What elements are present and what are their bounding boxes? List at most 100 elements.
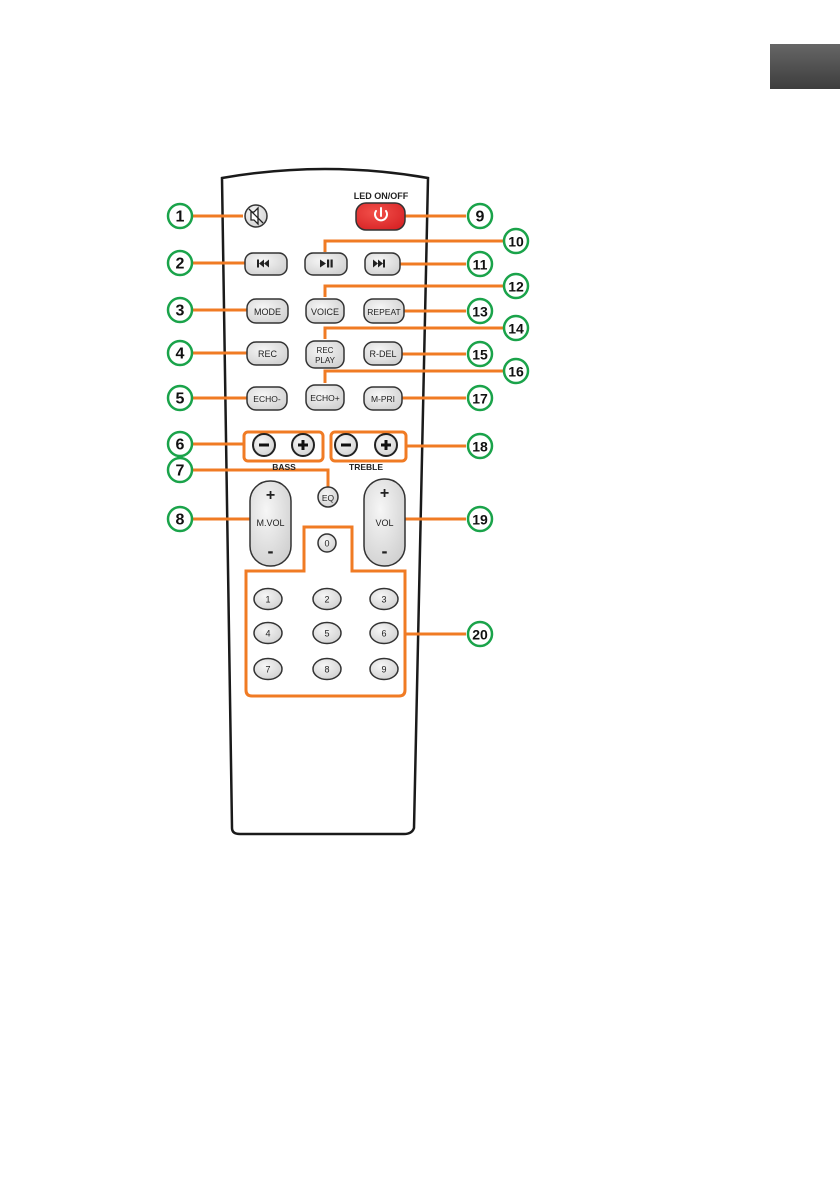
callout-19-number: 19	[472, 512, 488, 528]
eq-button-label: EQ	[322, 493, 335, 503]
next-button[interactable]	[365, 253, 400, 275]
echo-minus-label: ECHO-	[253, 394, 281, 404]
numpad-key-1-label: 1	[265, 595, 270, 605]
numpad-key-3-label: 3	[381, 595, 386, 605]
bass-minus-button[interactable]	[253, 434, 275, 456]
mode-button[interactable]: MODE	[247, 299, 288, 323]
numpad-key-4[interactable]: 4	[254, 623, 282, 644]
numpad-key-3[interactable]: 3	[370, 589, 398, 610]
play-pause-button[interactable]	[305, 253, 347, 275]
callout-9-number: 9	[476, 209, 485, 226]
echo-plus-label: ECHO+	[310, 393, 340, 403]
callout-8-number: 8	[176, 512, 185, 529]
numpad-key-6-label: 6	[381, 629, 386, 639]
callout-17: 17	[468, 386, 492, 410]
power-button[interactable]	[356, 203, 405, 230]
callout-20: 20	[468, 622, 492, 646]
callout-5: 5	[168, 386, 192, 410]
numpad-key-0[interactable]: 0	[318, 534, 336, 552]
r-del-button-label: R-DEL	[369, 349, 396, 359]
vol-plus: +	[380, 485, 389, 502]
rec-play-label-line2: PLAY	[315, 356, 336, 365]
numpad-key-7[interactable]: 7	[254, 659, 282, 680]
rec-play-button[interactable]: REC PLAY	[306, 341, 344, 368]
callout-16-number: 16	[508, 364, 524, 380]
echo-minus-button[interactable]: ECHO-	[247, 387, 287, 410]
callout-1-number: 1	[176, 209, 185, 226]
callout-18-number: 18	[472, 439, 488, 455]
rec-button-label: REC	[258, 349, 278, 359]
treble-minus-button[interactable]	[335, 434, 357, 456]
m-vol-plus: +	[266, 487, 275, 504]
m-vol-rocker[interactable]: + M.VOL -	[250, 481, 291, 566]
callout-6: 6	[168, 432, 192, 456]
callout-12: 12	[504, 274, 528, 298]
eq-button[interactable]: EQ	[318, 487, 338, 507]
callout-7-number: 7	[176, 463, 185, 480]
voice-button-label: VOICE	[311, 307, 339, 317]
m-vol-minus: -	[268, 541, 274, 561]
treble-label: TREBLE	[349, 462, 383, 472]
numpad-key-0-label: 0	[324, 539, 329, 549]
minus-icon	[259, 444, 269, 447]
callout-3: 3	[168, 298, 192, 322]
numpad: 1 2 3 4 5 6 7 8 9	[254, 589, 398, 680]
bass-plus-button[interactable]	[292, 434, 314, 456]
callout-6-number: 6	[176, 437, 185, 454]
treble-plus-button[interactable]	[375, 434, 397, 456]
callout-3-number: 3	[176, 303, 185, 320]
callout-16: 16	[504, 359, 528, 383]
callout-17-number: 17	[472, 391, 488, 407]
numpad-key-7-label: 7	[265, 665, 270, 675]
callout-7: 7	[168, 458, 192, 482]
vol-minus: -	[382, 541, 388, 561]
led-onoff-label: LED ON/OFF	[354, 191, 409, 201]
mute-button[interactable]	[245, 205, 267, 227]
numpad-key-9[interactable]: 9	[370, 659, 398, 680]
callout-13-number: 13	[472, 304, 488, 320]
callout-18: 18	[468, 434, 492, 458]
vol-rocker[interactable]: + VOL -	[364, 479, 405, 566]
numpad-key-5[interactable]: 5	[313, 623, 341, 644]
voice-button[interactable]: VOICE	[306, 299, 344, 323]
callout-4-number: 4	[176, 346, 185, 363]
callout-12-number: 12	[508, 279, 524, 295]
callout-11-number: 11	[473, 257, 488, 273]
numpad-key-4-label: 4	[265, 629, 270, 639]
numpad-key-9-label: 9	[381, 665, 386, 675]
numpad-key-6[interactable]: 6	[370, 623, 398, 644]
callout-13: 13	[468, 299, 492, 323]
previous-button[interactable]	[245, 253, 287, 275]
numpad-key-2[interactable]: 2	[313, 589, 341, 610]
repeat-button-label: REPEAT	[367, 307, 400, 317]
callout-2: 2	[168, 251, 192, 275]
callout-10-number: 10	[508, 234, 524, 250]
m-vol-label: M.VOL	[256, 518, 284, 528]
r-del-button[interactable]: R-DEL	[364, 342, 402, 365]
rec-button[interactable]: REC	[247, 342, 288, 365]
numpad-key-8-label: 8	[324, 665, 329, 675]
m-pri-button[interactable]: M-PRI	[364, 387, 402, 410]
numpad-key-8[interactable]: 8	[313, 659, 341, 680]
callout-11: 11	[468, 252, 492, 276]
vol-label: VOL	[375, 518, 393, 528]
m-pri-label: M-PRI	[371, 394, 395, 404]
callout-19: 19	[468, 507, 492, 531]
callout-9: 9	[468, 204, 492, 228]
numpad-key-2-label: 2	[324, 595, 329, 605]
callout-15: 15	[468, 342, 492, 366]
numpad-key-1[interactable]: 1	[254, 589, 282, 610]
callout-15-number: 15	[472, 347, 488, 363]
rec-play-label-line1: REC	[317, 346, 334, 355]
echo-plus-button[interactable]: ECHO+	[306, 385, 344, 410]
callout-5-number: 5	[176, 391, 185, 408]
repeat-button[interactable]: REPEAT	[364, 299, 404, 323]
callout-4: 4	[168, 341, 192, 365]
callout-14: 14	[504, 316, 528, 340]
numpad-key-5-label: 5	[324, 629, 329, 639]
bass-label: BASS	[272, 462, 296, 472]
callout-2-number: 2	[176, 256, 185, 273]
callout-10: 10	[504, 229, 528, 253]
callout-8: 8	[168, 507, 192, 531]
